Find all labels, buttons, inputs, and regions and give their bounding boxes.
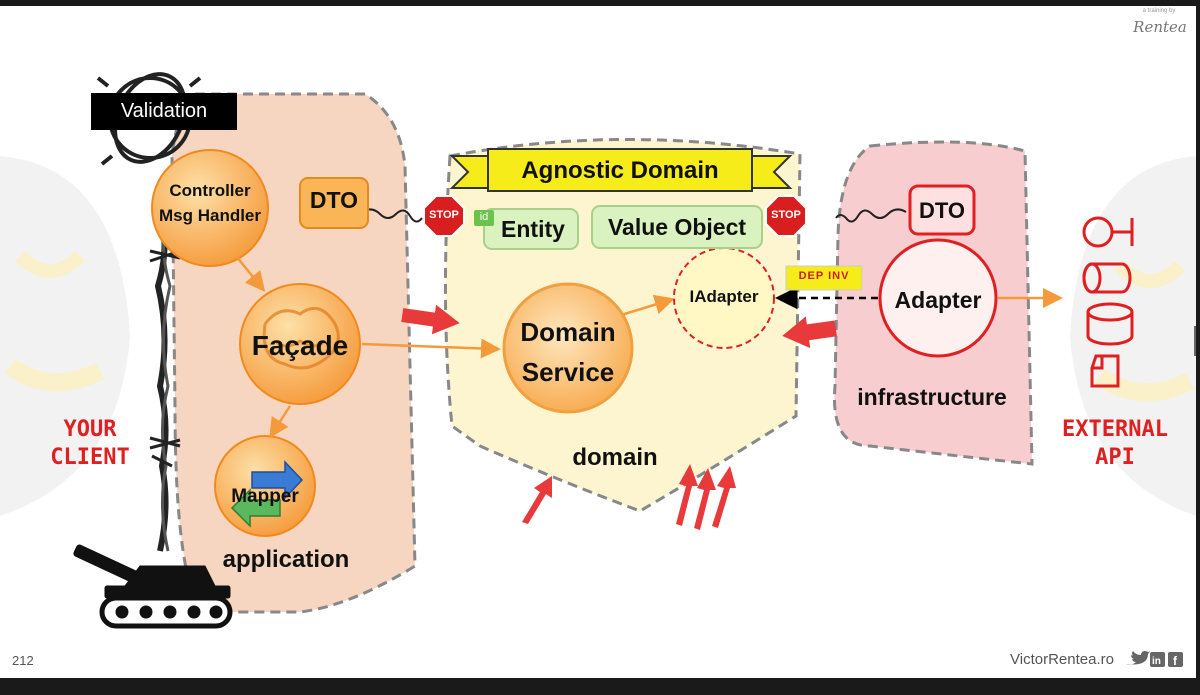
domain-service-line1: Domain	[520, 317, 616, 347]
brain-icon	[262, 306, 340, 370]
facade-node	[239, 283, 361, 405]
page-number: 212	[12, 653, 34, 668]
svg-text:in: in	[1152, 656, 1161, 667]
barbed-wire-fence	[149, 210, 181, 552]
facade-label: Façade	[251, 330, 349, 361]
your-client-label: YOUR CLIENT	[25, 416, 155, 472]
stop-sign-icon	[765, 195, 807, 237]
infra-dto-box	[908, 184, 976, 236]
adapter-node	[878, 238, 998, 358]
red-callout-arrow	[782, 316, 837, 349]
validation-label: Validation	[91, 93, 237, 130]
training-credit: a training by	[1142, 8, 1176, 14]
stop-sign-icon	[423, 195, 465, 237]
stop-sign-text: STOP	[771, 209, 801, 221]
file-icon	[1090, 354, 1120, 388]
architecture-diagram	[0, 72, 1196, 629]
id-badge-box	[474, 210, 494, 226]
red-callout-arrow	[522, 476, 552, 524]
controller-node	[151, 149, 269, 267]
slide: Validation Controller Msg Handler DTO Fa…	[0, 6, 1196, 678]
infrastructure-label: infrastructure	[857, 384, 1007, 410]
entity-label: Entity	[501, 216, 565, 242]
svg-text:f: f	[1173, 654, 1178, 668]
controller-label-line2: Msg Handler	[158, 206, 262, 225]
mapper-label: Mapper	[231, 486, 299, 507]
red-callout-arrow	[401, 304, 460, 335]
external-api-label: EXTERNAL API	[1040, 416, 1190, 472]
value-object-box	[591, 205, 763, 249]
dep-inv-label: DEP INV	[798, 270, 850, 282]
stop-sign-text: STOP	[429, 209, 459, 221]
adapter-label: Adapter	[894, 287, 982, 313]
linkedin-icon[interactable]	[1150, 652, 1165, 667]
controller-label: Controller Msg Handler	[150, 178, 270, 228]
domain-service-label: Domain Service	[500, 312, 636, 392]
external-api-line2: API	[1095, 445, 1135, 470]
domain-label: domain	[572, 444, 658, 471]
agnostic-domain-banner	[449, 148, 793, 192]
your-client-line2: CLIENT	[50, 445, 130, 470]
application-label: application	[222, 546, 350, 573]
id-badge-label: id	[479, 211, 489, 223]
database-icon	[1086, 312, 1134, 346]
signature-logo: Rentea	[1133, 18, 1187, 36]
infra-dto-label: DTO	[918, 198, 966, 223]
value-object-label: Value Object	[607, 214, 747, 240]
facebook-icon[interactable]	[1168, 652, 1183, 667]
external-api-icons	[1082, 216, 1134, 388]
mapper-arrows-icon	[230, 460, 304, 528]
app-dto-box	[299, 177, 369, 229]
background-pumpkin-left	[0, 156, 130, 516]
domain-service-line2: Service	[521, 357, 615, 387]
controller-label-line1: Controller	[169, 181, 251, 200]
domain-service-node	[502, 282, 634, 414]
dto-squiggle	[361, 208, 423, 223]
iadapter-label: IAdapter	[689, 287, 759, 306]
red-callout-arrows-triple	[676, 464, 736, 530]
external-api-line1: EXTERNAL	[1062, 417, 1168, 442]
agnostic-domain-title: Agnostic Domain	[521, 157, 719, 184]
dep-inv-tag	[785, 265, 863, 291]
entity-box	[483, 208, 579, 250]
social-icons: in f	[1126, 651, 1183, 668]
dto-squiggle	[835, 208, 907, 223]
twitter-icon[interactable]	[1126, 651, 1150, 665]
your-client-line1: YOUR	[63, 417, 117, 442]
app-dto-label: DTO	[309, 187, 359, 213]
tank-icon	[73, 544, 233, 629]
site-link[interactable]: VictorRentea.ro	[1010, 651, 1114, 668]
